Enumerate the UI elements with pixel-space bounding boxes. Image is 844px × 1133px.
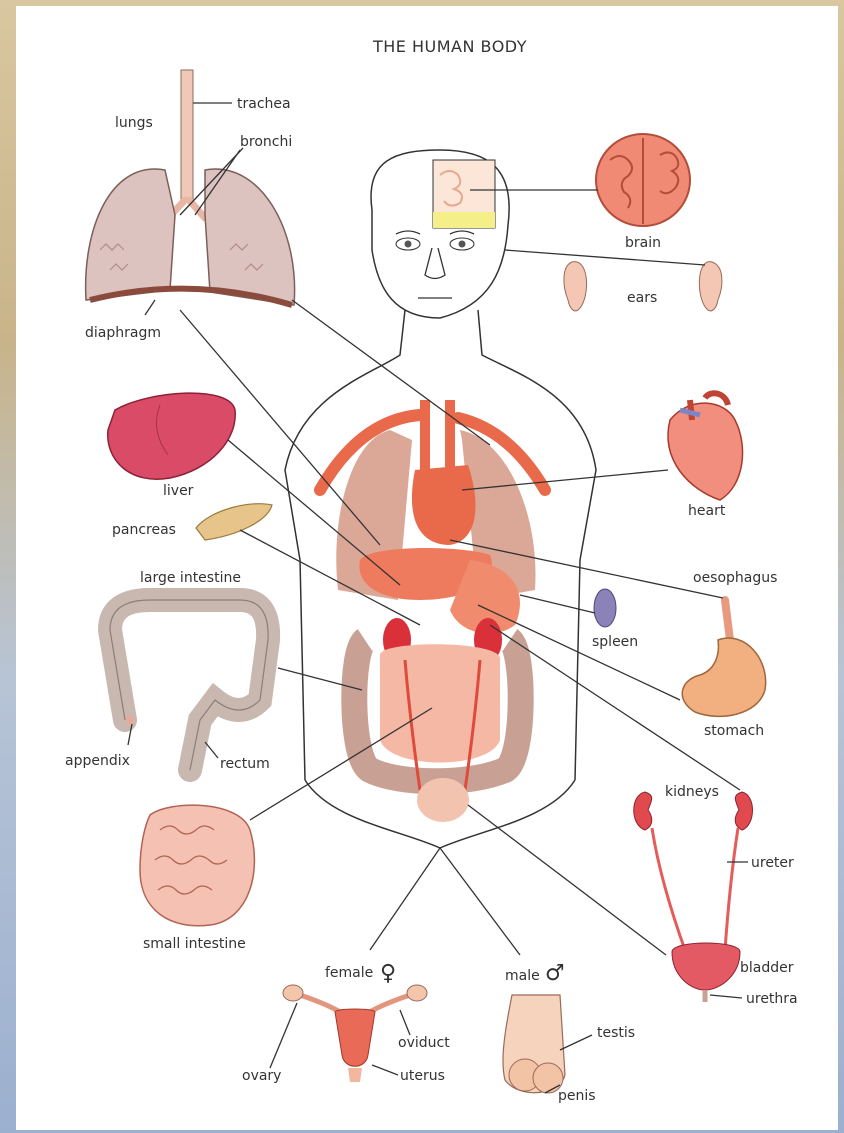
- brain-illustration: [596, 134, 690, 226]
- label-heart: heart: [688, 503, 726, 519]
- diagram-title: THE HUMAN BODY: [372, 37, 527, 56]
- label-small-intestine: small intestine: [143, 936, 246, 952]
- label-female: female: [325, 965, 373, 981]
- liver-illustration: [108, 393, 235, 479]
- label-liver: liver: [163, 483, 194, 499]
- label-penis: penis: [558, 1088, 596, 1104]
- label-ureter: ureter: [751, 855, 794, 871]
- female-symbol-icon: ♀: [380, 961, 396, 986]
- label-oviduct: oviduct: [398, 1035, 450, 1051]
- label-trachea: trachea: [237, 96, 291, 112]
- label-stomach: stomach: [704, 723, 764, 739]
- spleen-illustration: [594, 589, 616, 627]
- pancreas-illustration: [196, 504, 272, 540]
- large-intestine-illustration: [110, 600, 268, 770]
- heart-illustration: [668, 393, 743, 500]
- label-oesophagus: oesophagus: [693, 570, 777, 586]
- label-large-intestine: large intestine: [140, 570, 241, 586]
- torso-organs: [320, 400, 545, 822]
- stomach-illustration: [682, 600, 765, 716]
- label-spleen: spleen: [592, 634, 638, 650]
- label-pancreas: pancreas: [112, 522, 176, 538]
- label-diaphragm: diaphragm: [85, 325, 161, 341]
- label-uterus: uterus: [400, 1068, 445, 1084]
- label-lungs: lungs: [115, 115, 153, 131]
- male-symbol-icon: ♂: [545, 961, 565, 986]
- label-ovary: ovary: [242, 1068, 281, 1084]
- urinary-system-illustration: [634, 792, 753, 1002]
- male-reproductive-illustration: [503, 995, 565, 1093]
- small-intestine-illustration: [140, 805, 254, 926]
- label-appendix: appendix: [65, 753, 130, 769]
- label-bronchi: bronchi: [240, 134, 292, 150]
- label-rectum: rectum: [220, 756, 270, 772]
- label-testis: testis: [597, 1025, 635, 1041]
- label-brain: brain: [625, 235, 661, 251]
- label-bladder: bladder: [740, 960, 794, 976]
- label-urethra: urethra: [746, 991, 798, 1007]
- label-male: male: [505, 968, 540, 984]
- label-kidneys: kidneys: [665, 784, 719, 800]
- label-ears: ears: [627, 290, 657, 306]
